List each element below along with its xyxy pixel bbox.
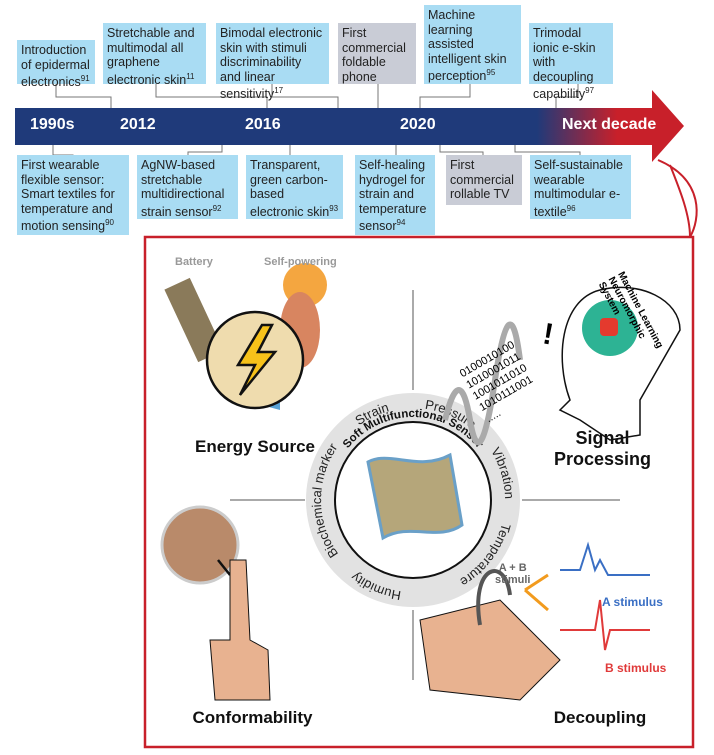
- milestone-bottom-5: Self-sustainable wearable multimodular e…: [530, 155, 631, 219]
- year-label: 2020: [400, 116, 436, 133]
- stimuli-text: stimuli: [495, 574, 531, 586]
- timeline-arrow: [15, 90, 684, 162]
- milestone-text: Stretchable and multimodal all graphene …: [107, 26, 195, 87]
- reference-number: 17: [274, 86, 284, 95]
- reference-number: 93: [329, 203, 339, 213]
- lightning-icon: [235, 323, 278, 396]
- milestone-bottom-3: Self-healing hydrogel for strain and tem…: [355, 155, 435, 235]
- ab-text: A + B: [498, 562, 527, 574]
- energy-source-label: Energy Source: [195, 437, 315, 456]
- connector-lines: [52, 84, 581, 160]
- reference-number: 94: [396, 218, 406, 227]
- milestone-top-2: Bimodal electronic skin with stimuli dis…: [216, 23, 329, 101]
- milestone-text: Bimodal electronic skin with stimuli dis…: [220, 26, 323, 102]
- milestone-bottom-2: Transparent, green carbon-based electron…: [246, 155, 343, 219]
- self-powering-label: Self-powering: [264, 256, 337, 268]
- reference-number: 96: [566, 203, 576, 213]
- b-signal: [560, 599, 650, 651]
- milestone-text: AgNW-based stretchable multidirectional …: [141, 158, 225, 219]
- year-label: 2016: [245, 116, 281, 133]
- a-signal: [560, 541, 650, 576]
- a-stimulus-label: A stimulus: [602, 595, 663, 609]
- milestone-top-1: Stretchable and multimodal all graphene …: [103, 23, 206, 87]
- battery-label: Battery: [175, 256, 213, 268]
- milestone-top-4: Machine learning assisted intelligent sk…: [424, 5, 521, 84]
- split-arrows: [524, 573, 549, 612]
- milestone-text: First commercial rollable TV: [450, 158, 514, 201]
- reference-number: 97: [585, 86, 595, 95]
- milestone-text: Machine learning assisted intelligent sk…: [428, 8, 507, 84]
- milestone-top-3: First commercial foldable phone: [338, 23, 416, 84]
- b-stimulus-label: B stimulus: [605, 661, 667, 675]
- reference-number: 95: [486, 68, 496, 77]
- reference-number: 90: [105, 218, 114, 227]
- signal-wave: [442, 321, 523, 446]
- milestone-text: First wearable flexible sensor: Smart te…: [21, 158, 115, 234]
- milestone-top-0: Introduction of epidermal electronics91: [17, 40, 95, 89]
- year-label: 1990s: [30, 116, 75, 133]
- decoupling-label: Decoupling: [553, 708, 647, 727]
- milestone-text: Transparent, green carbon-based electron…: [250, 158, 330, 219]
- milestone-text: First commercial foldable phone: [342, 26, 406, 84]
- panel-frame: [143, 235, 695, 749]
- milestone-top-5: Trimodal ionic e-skin with decoupling ca…: [529, 23, 613, 101]
- reference-number: 11: [186, 71, 195, 81]
- year-label: Next decade: [562, 116, 657, 133]
- reference-number: 92: [212, 203, 222, 213]
- hand-icon: [419, 599, 561, 701]
- milestone-text: Self-sustainable wearable multimodular e…: [534, 158, 623, 219]
- milestone-bottom-1: AgNW-based stretchable multidirectional …: [137, 155, 238, 219]
- battery-icon: [164, 277, 224, 363]
- reference-number: 91: [80, 74, 90, 83]
- milestone-bottom-4: First commercial rollable TV: [446, 155, 522, 205]
- milestone-text: Self-healing hydrogel for strain and tem…: [359, 158, 427, 234]
- signal-processing-label: Signal Processing: [553, 428, 652, 469]
- milestone-text: Trimodal ionic e-skin with decoupling ca…: [533, 26, 596, 102]
- conformability-label: Conformability: [192, 708, 313, 727]
- milestone-text: Introduction of epidermal electronics: [21, 43, 90, 90]
- milestone-bottom-0: First wearable flexible sensor: Smart te…: [17, 155, 129, 235]
- sensor-icon: [366, 452, 464, 541]
- year-label: 2012: [120, 116, 156, 133]
- finger-icon: [209, 559, 271, 701]
- skin-zoom-icon: [160, 505, 240, 585]
